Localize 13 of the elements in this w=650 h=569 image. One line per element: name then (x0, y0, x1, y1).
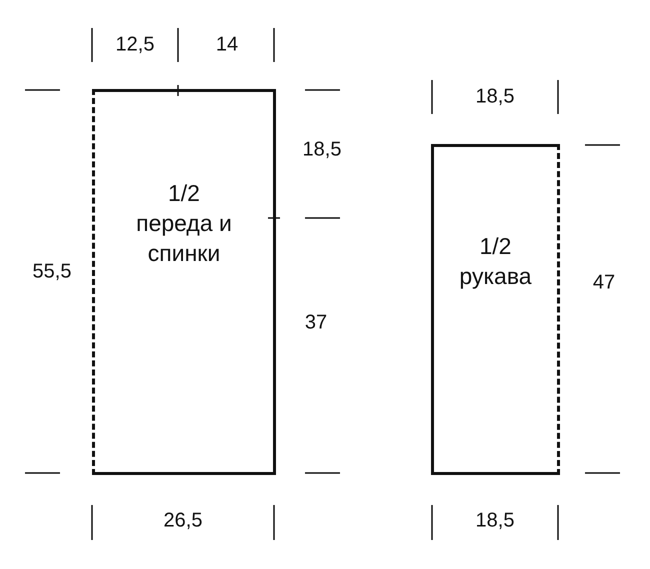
pattern-piece (431, 144, 560, 475)
dimension-label: 37 (304, 312, 328, 334)
piece-label: 1/2 переда и спинки (135, 179, 233, 268)
dimension-label: 55,5 (32, 260, 72, 284)
dimension-label: 18,5 (302, 138, 342, 162)
piece-label: 1/2 рукава (458, 232, 533, 291)
dimension-label: 12,5 (116, 34, 154, 56)
dimension-label: 26,5 (164, 510, 202, 532)
dimension-label: 14 (216, 34, 238, 56)
dimension-label: 47 (592, 272, 616, 294)
pattern-piece (92, 89, 276, 475)
dimension-label: 18,5 (476, 510, 514, 532)
dimension-label: 18,5 (476, 86, 514, 108)
